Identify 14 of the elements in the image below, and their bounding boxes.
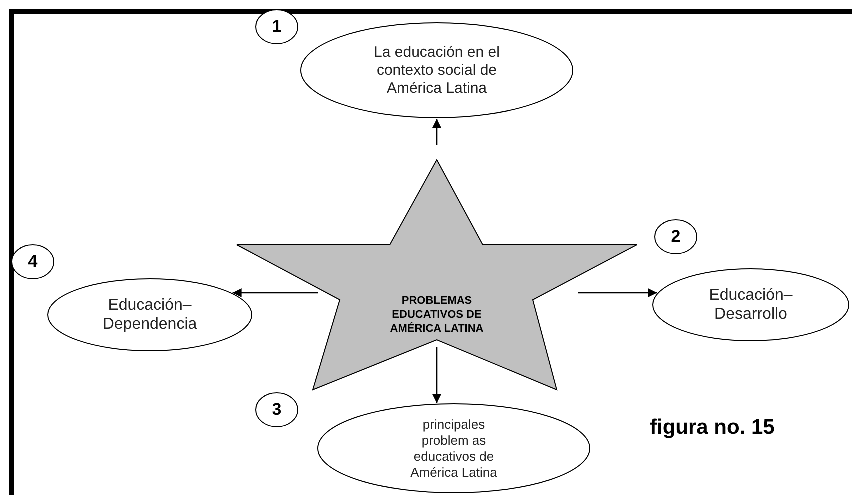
arrow (578, 288, 658, 298)
arrow (232, 288, 318, 298)
figure-caption: figura no. 15 (650, 416, 775, 440)
arrow (432, 347, 442, 404)
node-label: Educación– Dependencia (102, 296, 198, 334)
node-label: principales problem as educativos de América Latina (410, 416, 498, 480)
callout-number: 4 (28, 252, 38, 272)
callout-number: 3 (272, 400, 282, 420)
node-label: PROBLEMAS EDUCATIVOS DE AMÉRICA LATINA (389, 294, 485, 336)
callout-number: 1 (272, 17, 282, 37)
arrow (432, 119, 442, 145)
callout-number: 2 (671, 227, 681, 247)
node-label: La educación en el contexto social de América Latina (373, 44, 501, 98)
node-label: Educación– Desarrollo (708, 286, 794, 324)
